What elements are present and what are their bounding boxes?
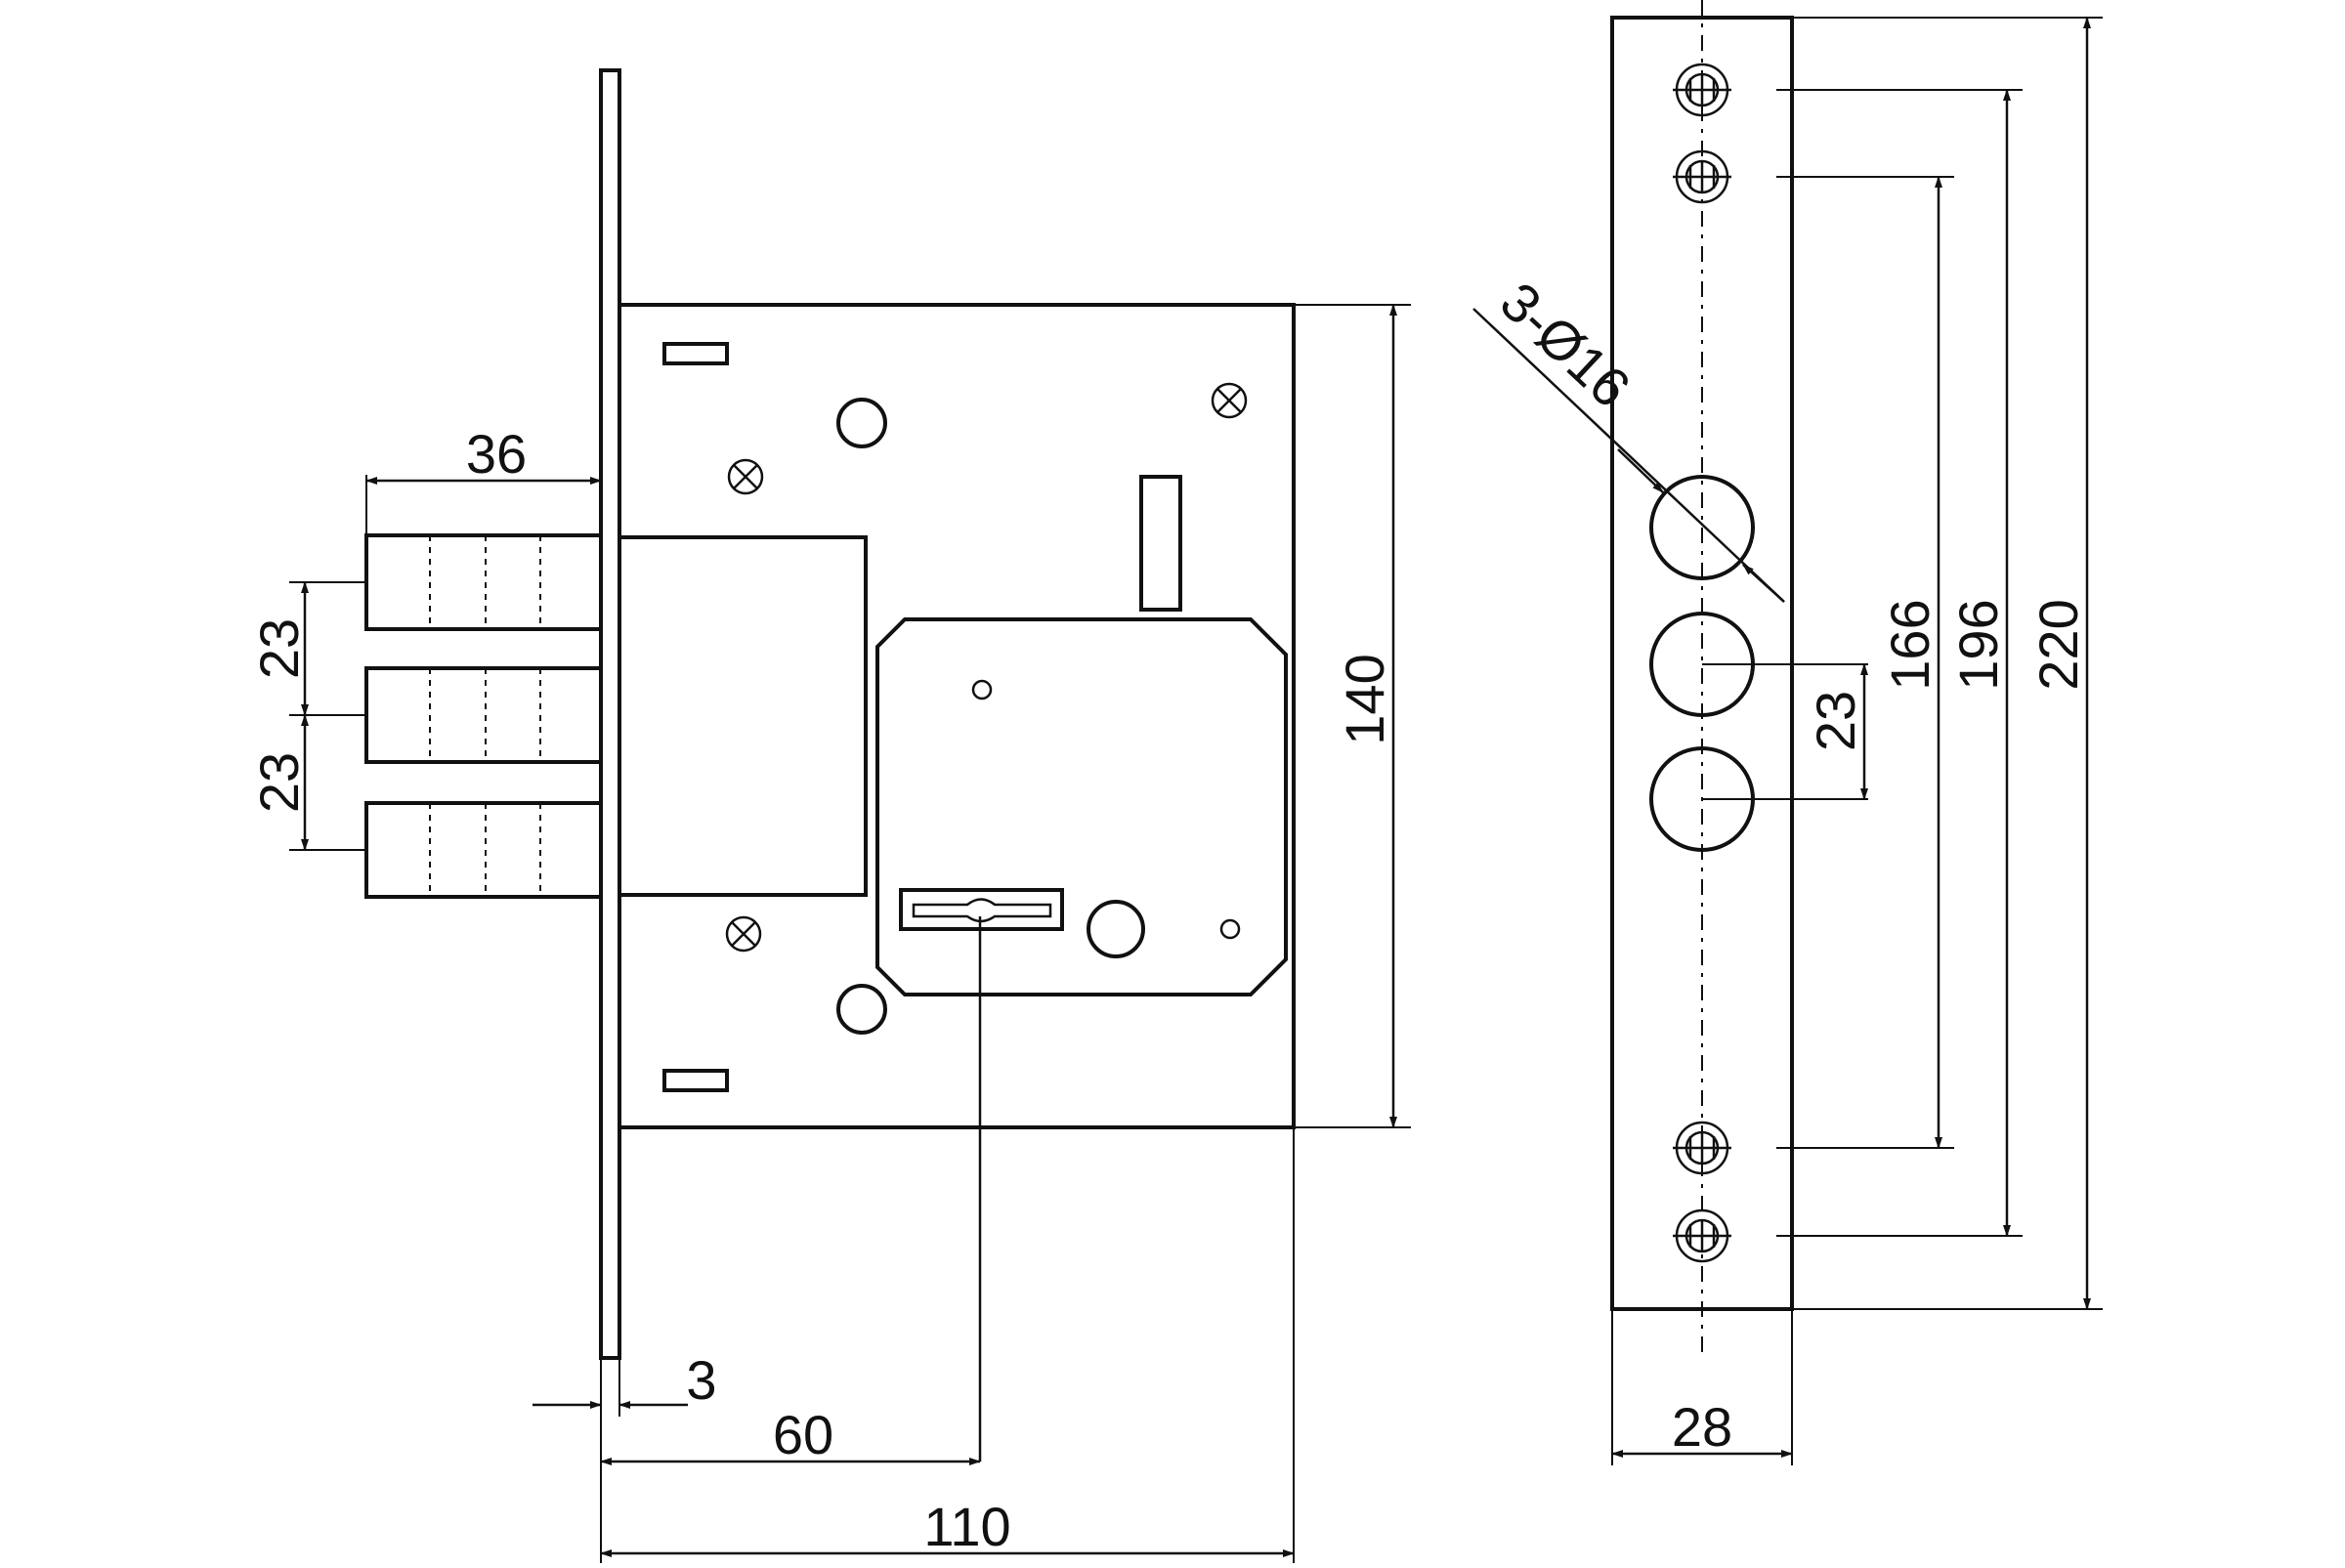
screw-hole-icon — [1673, 1121, 1731, 1175]
screw-icon — [725, 915, 762, 953]
dim-hole-pitch: 23 — [1702, 663, 1868, 800]
screw-icon — [1211, 382, 1248, 419]
small-hole — [971, 679, 993, 700]
dim-bolt-length: 36 — [365, 423, 602, 535]
dim-bolt-pitch: 23 23 — [248, 581, 366, 851]
dim-label: 166 — [1879, 599, 1940, 690]
cover-plate — [875, 617, 1288, 996]
hole-bottom — [836, 984, 887, 1035]
dim-label: 140 — [1334, 654, 1395, 744]
vertical-slot — [1139, 475, 1182, 612]
screw-hole-icon — [1673, 1208, 1731, 1263]
bolt-middle — [364, 666, 603, 764]
dim-label: 23 — [248, 752, 310, 813]
screw-icon — [727, 458, 764, 495]
dim-screw-span-inner: 166 — [1776, 176, 1954, 1149]
dim-label: 28 — [1672, 1396, 1732, 1458]
dim-hole-note: 3-Ø16 — [1472, 271, 1785, 603]
dim-case-depth: 110 — [600, 1127, 1295, 1563]
dim-label: 23 — [1805, 691, 1866, 751]
dim-label: 3 — [686, 1349, 716, 1411]
dim-backset: 60 — [600, 1358, 981, 1563]
keyhole-icon — [899, 888, 1064, 931]
screw-hole-icon — [1673, 149, 1731, 204]
dim-faceplate-width: 28 — [1611, 1309, 1793, 1465]
hole-top — [836, 398, 887, 448]
dim-label: 196 — [1947, 599, 2009, 690]
bolt-lower — [364, 801, 603, 899]
dim-faceplate-thickness: 3 — [533, 1349, 717, 1417]
dim-label: 60 — [773, 1404, 833, 1465]
dim-case-height: 140 — [1294, 304, 1411, 1128]
spindle-hole — [1087, 900, 1145, 958]
slot-bottom — [662, 1069, 729, 1092]
dim-screw-span-outer: 196 — [1776, 89, 2023, 1237]
screw-hole-icon — [1673, 63, 1731, 117]
dim-label: 110 — [923, 1496, 1010, 1557]
dim-label: 23 — [248, 618, 310, 679]
side-view: 36 23 23 140 3 — [248, 68, 1411, 1563]
faceplate-front-view: 3-Ø16 23 166 196 220 — [1472, 0, 2103, 1465]
lock-case-body — [618, 303, 1296, 1129]
bolt-hole — [1649, 475, 1755, 580]
dim-faceplate-length: 220 — [1792, 17, 2103, 1310]
small-hole — [1219, 918, 1241, 940]
faceplate-strip — [599, 68, 621, 1360]
dim-label: 220 — [2027, 599, 2089, 690]
bolt-housing — [618, 535, 868, 897]
dim-label: 36 — [466, 423, 527, 485]
bolt-upper — [364, 533, 603, 631]
slot-top — [662, 342, 729, 365]
